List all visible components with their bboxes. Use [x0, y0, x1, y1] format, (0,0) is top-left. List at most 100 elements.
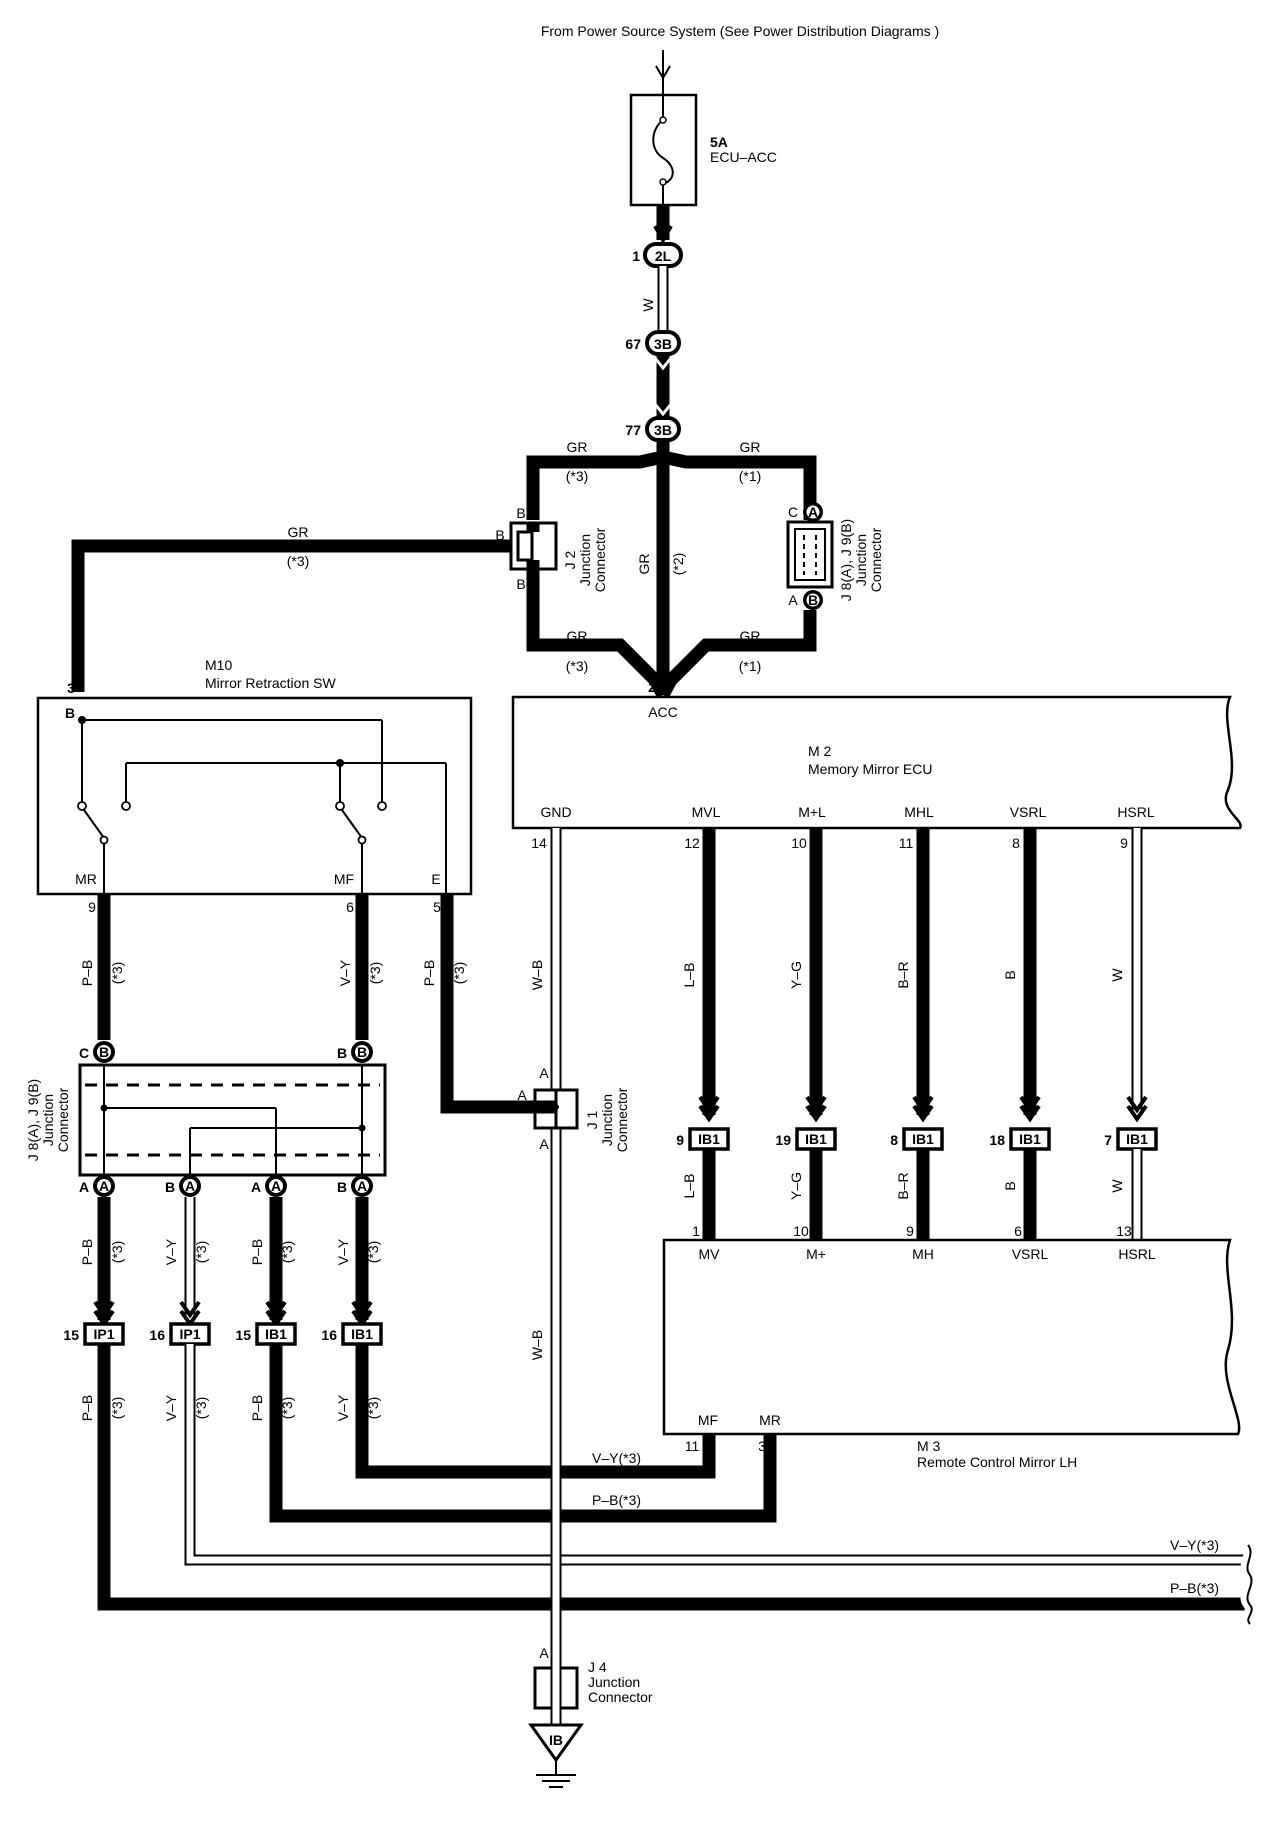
wire-pb-j8-1-note: (*3)	[109, 1241, 125, 1264]
j1-line2: Connector	[614, 1087, 630, 1152]
wire-vy3-m3: V–Y(*3)	[592, 1450, 641, 1466]
j8-top-circle-b: B	[808, 592, 818, 608]
wire-lb-upper: L–B	[681, 963, 697, 988]
wire-pb-m10-mr: P–B	[79, 960, 95, 986]
wire-pb3-m3: P–B(*3)	[592, 1492, 641, 1508]
j8-top-line1: Junction	[853, 534, 869, 586]
j4-junction-connector	[533, 1660, 579, 1710]
wire-lb-lower: L–B	[681, 1174, 697, 1199]
m2-memory-mirror-ecu	[511, 695, 1242, 830]
m2-term-mhl: MHL	[904, 804, 934, 820]
j8-top-circle-a: A	[808, 504, 818, 520]
wire-wb-upper: W–B	[529, 960, 545, 990]
lower-conn-label-3: IB1	[265, 1326, 287, 1342]
j1-line1: Junction	[599, 1094, 615, 1146]
wire-br-upper: B–R	[895, 961, 911, 988]
wire-vy-j8-2-note: (*3)	[193, 1241, 209, 1264]
m3-id: M 3	[917, 1438, 941, 1454]
connector-3b-upper-pin: 67	[625, 336, 641, 352]
wire-w-upper: W	[1109, 968, 1125, 982]
m10-term-e: E	[431, 871, 440, 887]
m3-term-mplus: M+	[806, 1246, 826, 1262]
m3-pin-mplus: 10	[793, 1223, 809, 1239]
j1-pin-a-bottom: A	[539, 1136, 549, 1152]
m10-pin-mf: 6	[346, 899, 354, 915]
lower-conn-pin-2: 16	[149, 1327, 165, 1343]
connector-3b-upper-label: 3B	[654, 336, 672, 352]
m2-term-mpl: M+L	[798, 804, 826, 820]
wire-w-top: W	[640, 298, 656, 312]
m10-term-mr: MR	[75, 871, 97, 887]
gr-right-top: GR	[740, 439, 761, 455]
m2-pin-vsrl: 8	[1012, 835, 1020, 851]
m10-term-mf: MF	[334, 871, 354, 887]
lower-conn-pin-1: 15	[63, 1327, 79, 1343]
wire-vy3-right: V–Y(*3)	[1170, 1537, 1219, 1553]
m2-pin-hsrl: 9	[1120, 835, 1128, 851]
lower-conn-pin-4: 16	[321, 1327, 337, 1343]
gr-right-top-note: (*1)	[739, 468, 762, 484]
m2-term-vsrl: VSRL	[1010, 804, 1047, 820]
wire-pb-low-3-note: (*3)	[279, 1397, 295, 1420]
ib1-arrows	[698, 1095, 1148, 1123]
lower-conn-label-2: IP1	[179, 1326, 200, 1342]
m10-id: M10	[205, 657, 232, 673]
wire-vy-m10-mf-note: (*3)	[367, 962, 383, 985]
ib1-label-5: IB1	[1126, 1131, 1148, 1147]
wire-pb3-right: P–B(*3)	[1170, 1580, 1219, 1596]
ground-label: IB	[549, 1732, 563, 1748]
wire-pb-low-1: P–B	[79, 1395, 95, 1421]
m3-name: Remote Control Mirror LH	[917, 1454, 1077, 1470]
m2-id: M 2	[808, 743, 832, 759]
j1-id: J 1	[584, 1110, 600, 1129]
wire-vy-low-4-note: (*3)	[365, 1397, 381, 1420]
m2-pin-gnd: 14	[531, 835, 547, 851]
j4-pin-a: A	[539, 1645, 549, 1661]
j8-left-circle-a3: A	[271, 1178, 281, 1194]
wire-pb-j8-3: P–B	[249, 1239, 265, 1265]
j2-pin-b-top: B	[516, 505, 525, 521]
m2-pin-mvl: 12	[684, 835, 700, 851]
ib1-pin-4: 18	[989, 1132, 1005, 1148]
source-header: From Power Source System (See Power Dist…	[541, 23, 939, 39]
m10-mirror-retraction-sw	[36, 696, 473, 896]
ib1-pin-3: 8	[890, 1132, 898, 1148]
j8-top-line2: Connector	[868, 527, 884, 592]
wire-pb-m10-e: P–B	[421, 960, 437, 986]
wire-vy-j8-4: V–Y	[335, 1238, 351, 1265]
gr-right-bottom: GR	[740, 628, 761, 644]
j2-line2: Connector	[592, 527, 608, 592]
gr-mid-note: (*2)	[670, 553, 686, 576]
j2-id: J 2	[562, 550, 578, 569]
j2-pin-b-bottom: B	[516, 576, 525, 592]
m2-term-gnd: GND	[540, 804, 571, 820]
lower-arrows	[93, 1300, 373, 1328]
wire-w-lower: W	[1109, 1179, 1125, 1193]
m3-pin-hsrl: 13	[1116, 1223, 1132, 1239]
gr-to-m10: GR	[288, 524, 309, 540]
j8-left-line1: Junction	[40, 1094, 56, 1146]
wire-yg-upper: Y–G	[788, 961, 804, 989]
wire-vy-low-2: V–Y	[163, 1394, 179, 1421]
m3-pin-mf: 11	[685, 1438, 700, 1454]
wire-pb-m10-e-note: (*3)	[451, 962, 467, 985]
j1-pin-a-top: A	[539, 1065, 549, 1081]
j8-left-pin-c: C	[79, 1045, 89, 1061]
m10-pin-mr: 9	[88, 899, 96, 915]
m2-term-mvl: MVL	[692, 804, 721, 820]
j2-line1: Junction	[577, 534, 593, 586]
gr-to-m10-note: (*3)	[287, 553, 310, 569]
j8-top-pin-c: C	[788, 504, 798, 520]
ib1-pin-1: 9	[676, 1132, 684, 1148]
j4-line2: Connector	[588, 1689, 653, 1705]
j8-left-pin-b2: B	[337, 1179, 347, 1195]
m3-term-mh: MH	[912, 1246, 934, 1262]
j4-line1: Junction	[588, 1674, 640, 1690]
j1-junction-connector	[532, 1088, 579, 1130]
wire-wb-lower: W–B	[529, 1330, 545, 1360]
j8-left-circle-a4: A	[357, 1178, 367, 1194]
ib1-label-3: IB1	[912, 1131, 934, 1147]
wire-pb-j8-1: P–B	[79, 1239, 95, 1265]
j8-left-circle-b1: B	[99, 1044, 109, 1060]
